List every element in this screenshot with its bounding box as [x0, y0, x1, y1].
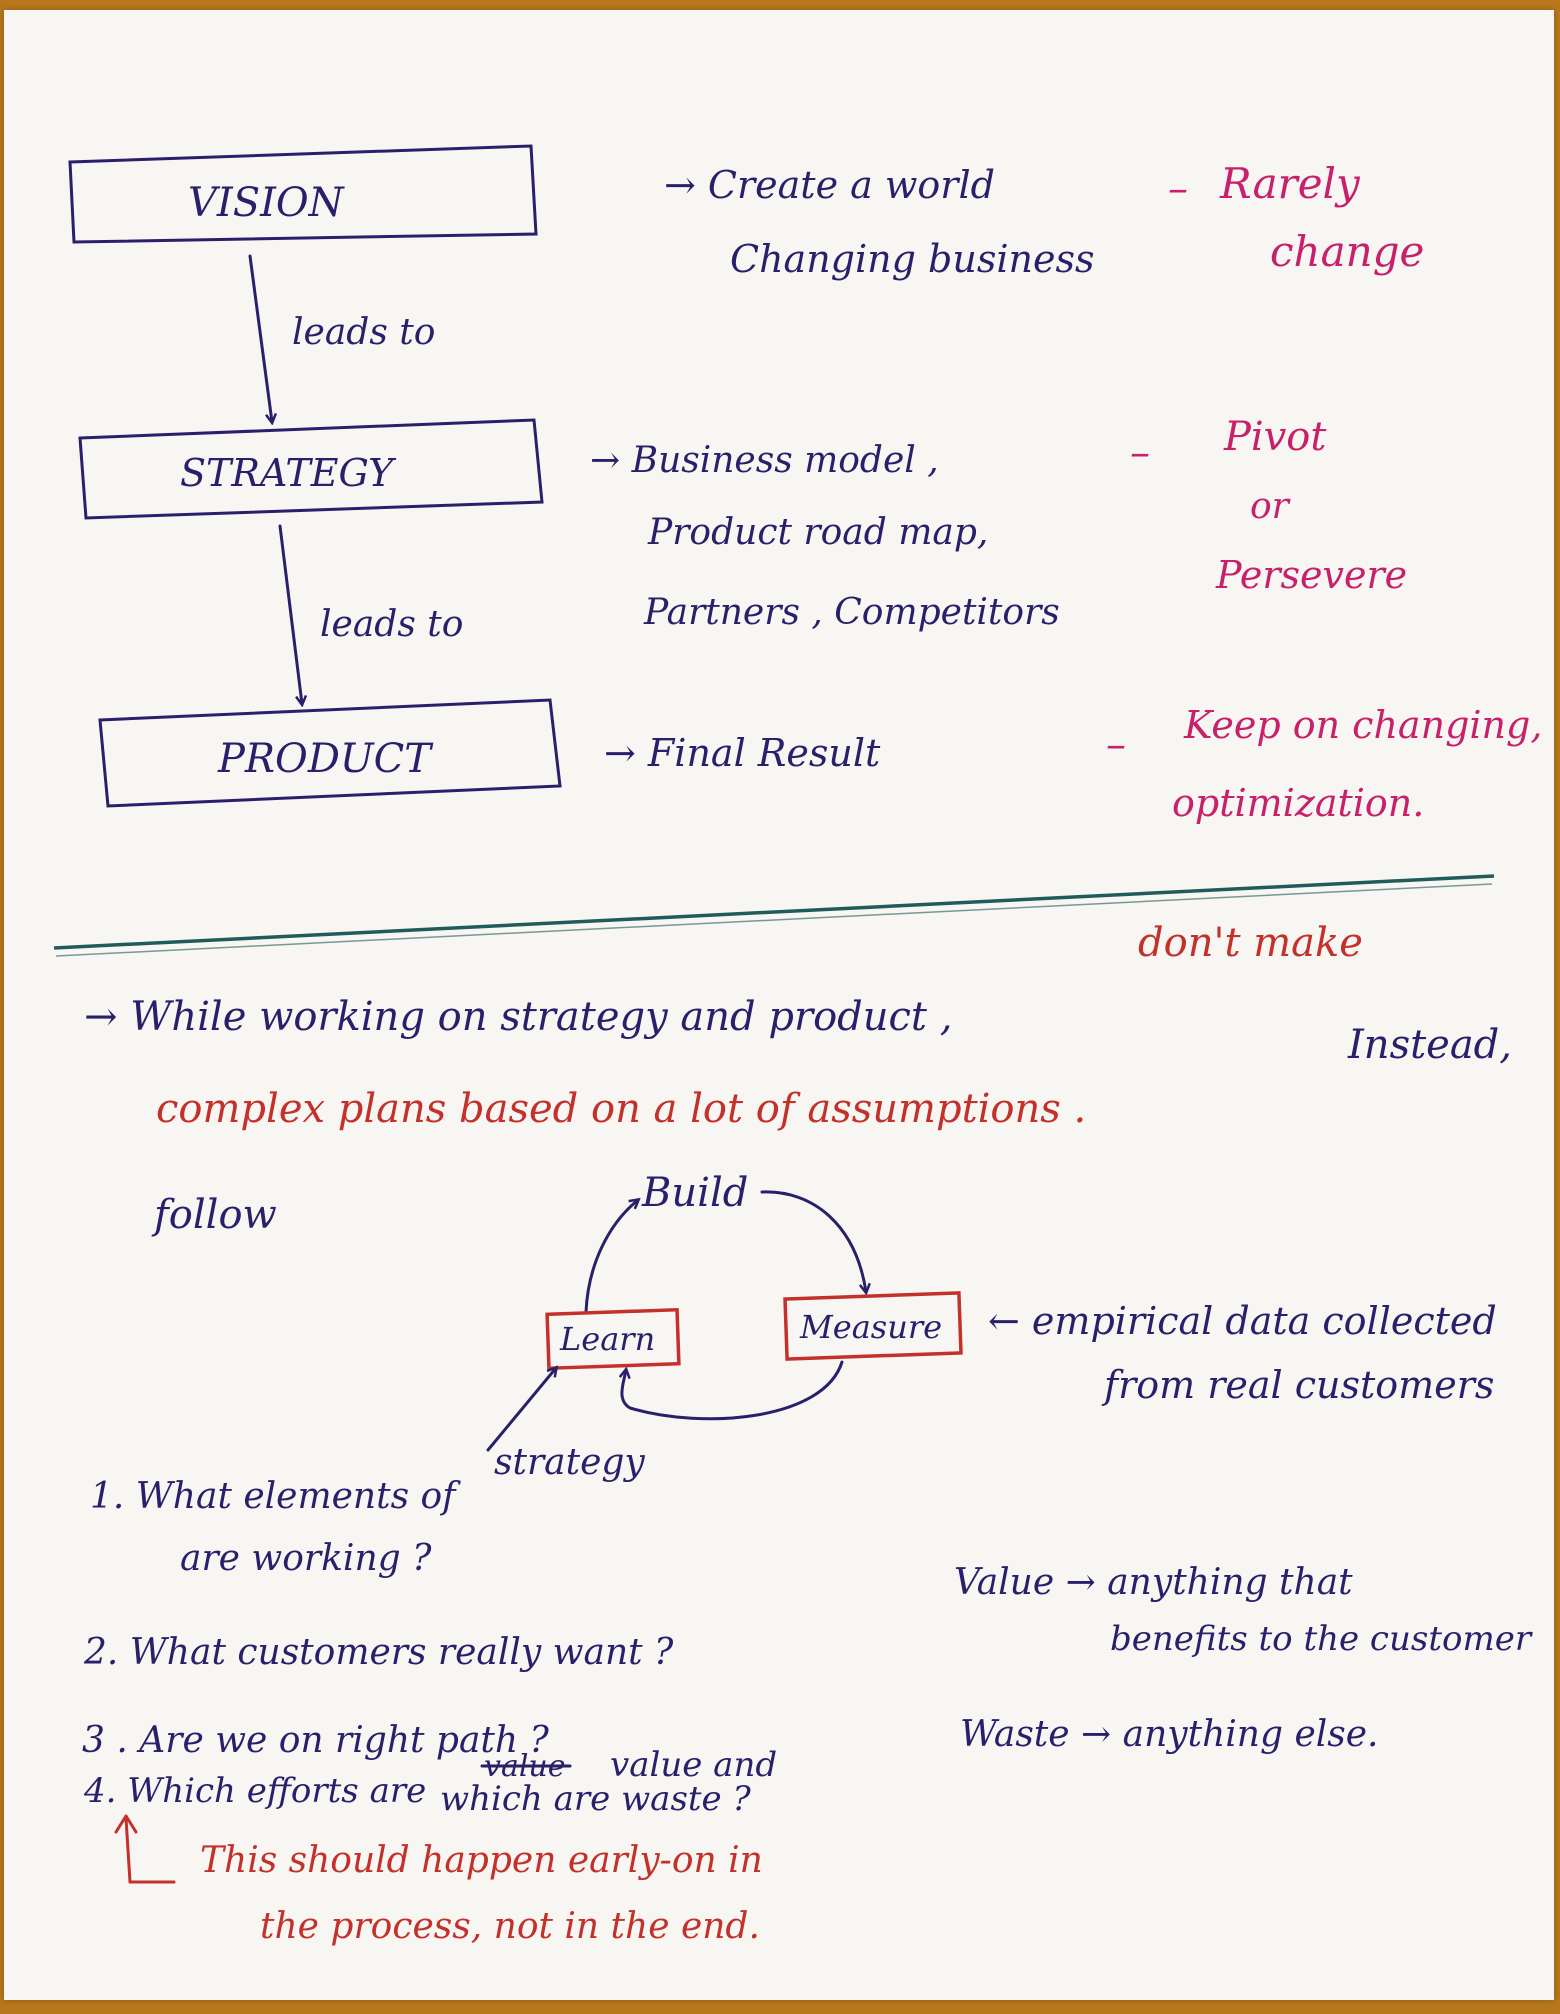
question4-line1: 4. Which efforts are — [83, 1771, 426, 1811]
question1-strategy-word: strategy — [494, 1442, 645, 1483]
section-divider-shadow — [55, 883, 1493, 957]
product-desc-line1: → Final Result — [604, 731, 881, 775]
definition-value-line1: Value → anything that — [954, 1562, 1353, 1603]
cycle-learn-label: Learn — [559, 1320, 655, 1358]
paragraph-line2-blue: Instead, — [1347, 1022, 1512, 1068]
strategy-label: STRATEGY — [180, 451, 397, 495]
cycle-build-label: Build — [641, 1170, 748, 1216]
bracket-arrow-stem — [124, 1816, 132, 1884]
strategy-note-line1: Pivot — [1223, 414, 1327, 460]
vision-note-dash: – — [1168, 166, 1188, 212]
cycle-measure-box: Measure — [783, 1291, 963, 1361]
question4-line1-end: value and — [610, 1745, 777, 1785]
leads-to-label-1: leads to — [292, 312, 435, 353]
question2: 2. What customers really want ? — [83, 1632, 674, 1673]
paragraph-line1-red: don't make — [1138, 920, 1363, 966]
question3: 3 . Are we on right path ? — [82, 1720, 550, 1761]
question1-line2: are working ? — [180, 1538, 432, 1579]
bottom-note-line2: the process, not in the end. — [260, 1906, 760, 1947]
strategy-box: STRATEGY — [78, 418, 544, 520]
definition-waste: Waste → anything else. — [960, 1714, 1379, 1755]
paper-sheet: VISION leads to STRATEGY leads to PRODUC… — [4, 10, 1554, 2000]
cycle-measure-label: Measure — [799, 1308, 942, 1346]
vision-note-line2: change — [1270, 227, 1424, 276]
cycle-learn-box: Learn — [545, 1307, 681, 1371]
paragraph-line3: follow — [151, 1192, 277, 1238]
leads-to-label-2: leads to — [320, 604, 463, 645]
vision-note-line1: Rarely — [1219, 159, 1361, 208]
arrow-build-to-measure — [760, 1190, 866, 1292]
strategy-note-line2: or — [1250, 486, 1291, 527]
arrow-measure-to-learn — [622, 1360, 844, 1421]
vision-label: VISION — [188, 180, 346, 226]
strategy-note-line3: Persevere — [1215, 553, 1407, 597]
notes-canvas: VISION leads to STRATEGY leads to PRODUC… — [53, 144, 1542, 1947]
vision-box: VISION — [68, 144, 538, 244]
product-note-dash: – — [1106, 722, 1126, 768]
vision-desc-line2: Changing business — [730, 237, 1094, 281]
arrow-strategy-to-learn — [486, 1368, 556, 1452]
product-box: PRODUCT — [98, 698, 562, 808]
arrow-strategy-to-product — [278, 524, 302, 704]
question4-line2: which are waste ? — [440, 1779, 751, 1819]
question4-struck-word: value — [480, 1749, 572, 1784]
bracket-arrow-head — [114, 1814, 138, 1834]
strategy-desc-line3: Partners , Competitors — [643, 592, 1060, 633]
paragraph-line2-red: complex plans based on a lot of assumpti… — [156, 1086, 1086, 1132]
vision-desc-line1: → Create a world — [664, 163, 995, 207]
product-note-line2: optimization. — [1172, 781, 1424, 825]
arrow-vision-to-strategy — [248, 254, 272, 422]
arrow-learn-to-build — [584, 1200, 638, 1314]
product-label: PRODUCT — [217, 736, 434, 782]
strategy-note-dash: – — [1130, 430, 1150, 476]
empirical-line2: from real customers — [1101, 1363, 1494, 1407]
product-note-line1: Keep on changing, — [1183, 703, 1542, 747]
strategy-desc-line1: → Business model , — [590, 440, 939, 481]
empirical-line1: ← empirical data collected — [988, 1299, 1497, 1343]
bottom-note-line1: This should happen early-on in — [200, 1840, 763, 1881]
paragraph-line1-blue: → While working on strategy and product … — [84, 994, 952, 1040]
section-divider — [53, 874, 1495, 950]
question1-line1: 1. What elements of — [90, 1476, 461, 1517]
strategy-desc-line2: Product road map, — [647, 512, 988, 553]
definition-value-line2: benefits to the customer — [1110, 1619, 1533, 1659]
